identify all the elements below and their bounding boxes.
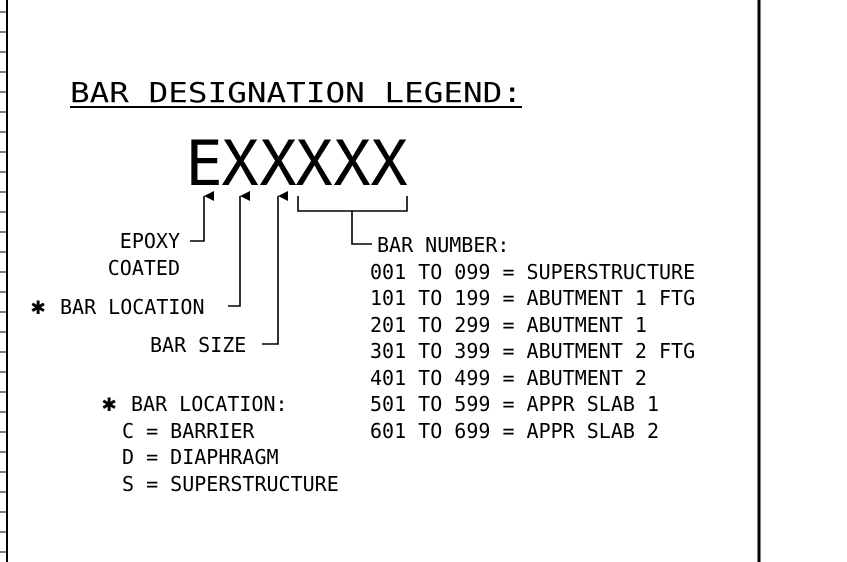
bar-number-leader bbox=[351, 211, 372, 245]
asterisk-icon: ✱ bbox=[102, 389, 116, 417]
bar-number-row: 501 TO 599 = APPR SLAB 1 bbox=[370, 392, 659, 416]
asterisk-icon: ✱ bbox=[31, 292, 45, 320]
left-margin-ticks bbox=[0, 11, 7, 553]
epoxy-label-line2: COATED bbox=[108, 256, 180, 280]
bar-code: E X X X X X bbox=[185, 127, 407, 200]
bar-location-key: ✱ BAR LOCATION: C = BARRIER D = DIAPHRAG… bbox=[102, 389, 339, 496]
code-char-number-2: X bbox=[333, 127, 370, 200]
bar-size-label: BAR SIZE bbox=[150, 333, 246, 357]
bar-number-row: 601 TO 699 = APPR SLAB 2 bbox=[370, 419, 659, 443]
bar-number-row: 201 TO 299 = ABUTMENT 1 bbox=[370, 313, 647, 337]
bar-number-table: BAR NUMBER: 001 TO 099 = SUPERSTRUCTURE … bbox=[370, 233, 695, 443]
legend-title: BAR DESIGNATION LEGEND: bbox=[70, 77, 522, 109]
bar-number-header: BAR NUMBER: bbox=[377, 233, 509, 257]
bar-location-label: BAR LOCATION bbox=[60, 295, 205, 319]
epoxy-leader bbox=[190, 191, 214, 242]
bar-location-key-row: S = SUPERSTRUCTURE bbox=[122, 472, 339, 496]
bar-location-key-row: C = BARRIER bbox=[122, 419, 255, 443]
bar-location-key-row: D = DIAPHRAGM bbox=[122, 445, 279, 469]
code-char-location: X bbox=[259, 127, 296, 200]
sheet-frame bbox=[0, 0, 761, 562]
bar-number-row: 301 TO 399 = ABUTMENT 2 FTG bbox=[370, 339, 695, 363]
bar-number-row: 001 TO 099 = SUPERSTRUCTURE bbox=[370, 260, 695, 284]
epoxy-label-line1: EPOXY bbox=[120, 229, 180, 253]
code-char-number-3: X bbox=[370, 127, 407, 200]
code-char-number-1: X bbox=[295, 127, 332, 200]
location-leader bbox=[228, 191, 250, 307]
size-leader bbox=[262, 191, 288, 345]
code-char-epoxy: E bbox=[185, 127, 222, 200]
bar-number-row: 101 TO 199 = ABUTMENT 1 FTG bbox=[370, 286, 695, 310]
callout-labels: EPOXY COATED ✱ BAR LOCATION BAR SIZE bbox=[31, 229, 246, 357]
bar-number-row: 401 TO 499 = ABUTMENT 2 bbox=[370, 366, 647, 390]
code-char-size-1: X bbox=[221, 127, 258, 200]
bar-location-key-header: BAR LOCATION: bbox=[131, 392, 288, 416]
leader-lines bbox=[190, 191, 408, 345]
